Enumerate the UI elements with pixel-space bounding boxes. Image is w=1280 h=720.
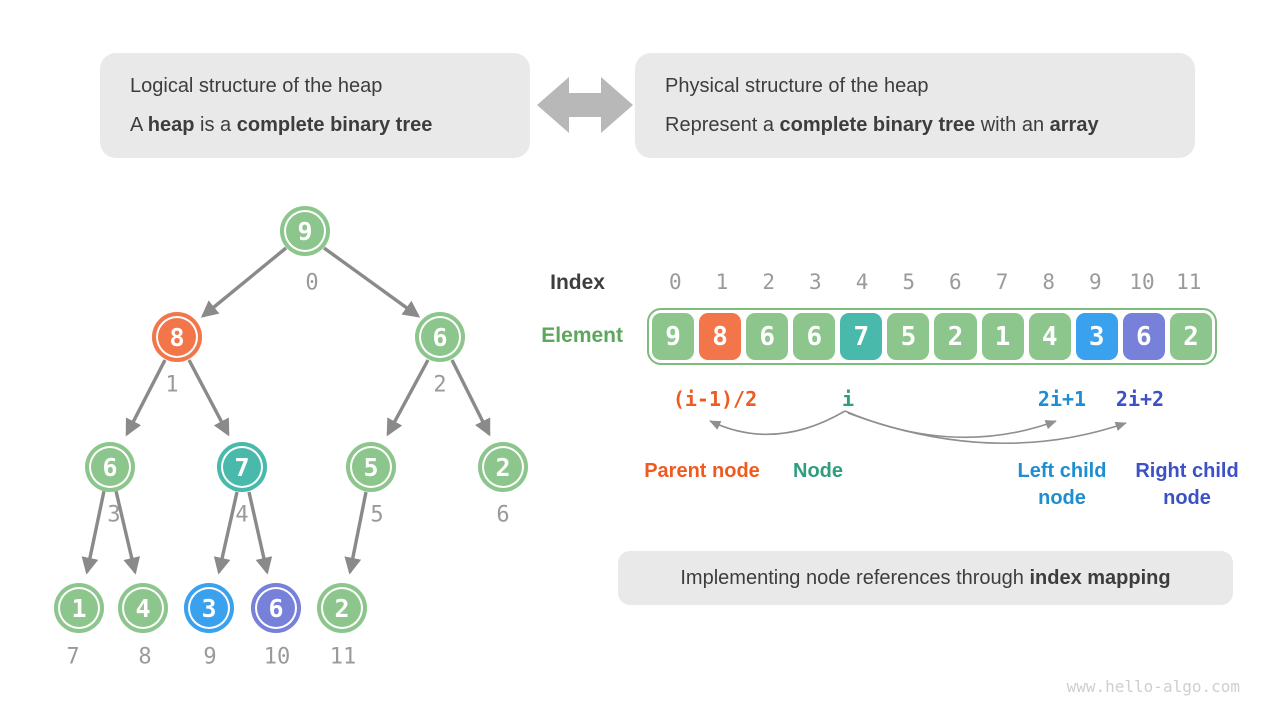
- array-cell-2: 6: [746, 313, 789, 360]
- tree-index-label-2: 2: [433, 372, 447, 398]
- right-child-node-label: Right child node: [1135, 460, 1239, 509]
- tree-node-8: 4: [118, 583, 168, 633]
- array-cell-6: 2: [934, 313, 977, 360]
- array-cell-4: 7: [840, 313, 883, 360]
- tree-index-label-3: 3: [107, 502, 121, 528]
- tree-node-11: 2: [317, 583, 367, 633]
- array-cell-7: 1: [981, 313, 1024, 360]
- array-cell-5: 5: [887, 313, 930, 360]
- array-index: 10: [1129, 270, 1155, 294]
- left-child-index-formula: 2i+1: [1037, 387, 1087, 411]
- tree-index-label-4: 4: [235, 502, 249, 528]
- tree-node-2: 6: [415, 312, 465, 362]
- tree-node-value: 6: [432, 322, 448, 352]
- parent-node-label: Parent node: [644, 460, 760, 482]
- tree-node-6: 2: [478, 442, 528, 492]
- array-index: 9: [1089, 270, 1102, 294]
- array-cell-3: 6: [793, 313, 836, 360]
- array-index: 0: [669, 270, 682, 294]
- array-cell-1: 8: [699, 313, 742, 360]
- tree-index-label-0: 0: [305, 270, 319, 296]
- tree-node-value: 2: [495, 452, 511, 482]
- array-index: 4: [855, 270, 869, 294]
- array-cell-8: 4: [1028, 313, 1071, 360]
- tree-node-3: 6: [85, 442, 135, 492]
- tree-node-value: 5: [363, 452, 379, 482]
- tree-node-10: 6: [251, 583, 301, 633]
- array-index: 8: [1042, 270, 1056, 294]
- tree-node-value: 6: [102, 452, 118, 482]
- tree-index-label-9: 9: [203, 644, 217, 670]
- logical-line2: A heap is a complete binary tree: [130, 114, 433, 136]
- index-mapping-arrows: [709, 410, 1127, 445]
- tree-node-value: 4: [135, 593, 151, 623]
- tree-index-label-5: 5: [370, 502, 384, 528]
- tree-node-value: 7: [234, 452, 250, 482]
- node-label: Node: [793, 460, 843, 482]
- array-index: 3: [809, 270, 822, 294]
- tree-index-label-7: 7: [66, 644, 80, 670]
- double-arrow-icon: [537, 77, 633, 133]
- tree-node-9: 3: [184, 583, 234, 633]
- physical-line2: Represent a complete binary tree with an…: [665, 114, 1099, 136]
- watermark: www.hello-algo.com: [1066, 677, 1240, 696]
- array-index: 1: [715, 270, 729, 294]
- tree-index-label-1: 1: [165, 372, 179, 398]
- array-index: 11: [1176, 270, 1202, 294]
- element-row-label: Element: [541, 324, 623, 347]
- caption-text: Implementing node references through ind…: [680, 566, 1171, 589]
- tree-node-value: 3: [201, 593, 217, 623]
- array-index: 5: [902, 270, 916, 294]
- index-mapping-caption-box: Implementing node references through ind…: [618, 551, 1233, 605]
- parent-index-formula: (i-1)/2: [672, 387, 758, 411]
- physical-structure-box: Physical structure of the heap Represent…: [635, 53, 1195, 158]
- tree-edges: [81, 246, 491, 575]
- array-index: 2: [762, 270, 775, 294]
- logical-structure-box: Logical structure of the heap A heap is …: [100, 53, 530, 158]
- tree-node-1: 8: [152, 312, 202, 362]
- logical-line1: Logical structure of the heap: [130, 75, 383, 97]
- tree-index-label-10: 10: [263, 644, 291, 670]
- tree-index-label-8: 8: [138, 644, 152, 670]
- tree-node-value: 6: [268, 593, 284, 623]
- tree-index-label-6: 6: [496, 502, 510, 528]
- array-cell-0: 9: [652, 313, 695, 360]
- tree-node-value: 9: [297, 216, 313, 246]
- physical-line1: Physical structure of the heap: [665, 75, 929, 97]
- array-cell-10: 6: [1122, 313, 1165, 360]
- tree-node-5: 5: [346, 442, 396, 492]
- array-index: 7: [995, 270, 1009, 294]
- right-child-index-formula: 2i+2: [1115, 387, 1165, 411]
- tree-node-7: 1: [54, 583, 104, 633]
- heap-array: 9 8 6 6 7 5 2 1 4 3 6 2: [647, 308, 1217, 365]
- tree-node-4: 7: [217, 442, 267, 492]
- index-row-label: Index: [550, 271, 605, 294]
- left-child-node-label: Left child node: [1017, 460, 1107, 509]
- array-cell-11: 2: [1169, 313, 1212, 360]
- tree-node-value: 1: [71, 593, 87, 623]
- node-index-formula: i: [841, 387, 855, 411]
- tree-node-value: 2: [334, 593, 350, 623]
- array-cell-9: 3: [1075, 313, 1118, 360]
- tree-node-value: 8: [169, 322, 185, 352]
- tree-node-0: 9: [280, 206, 330, 256]
- tree-index-label-11: 11: [329, 644, 357, 670]
- array-index-row: 0 1 2 3 4 5 6 7 8 9 10 11: [652, 270, 1212, 294]
- array-index: 6: [949, 270, 962, 294]
